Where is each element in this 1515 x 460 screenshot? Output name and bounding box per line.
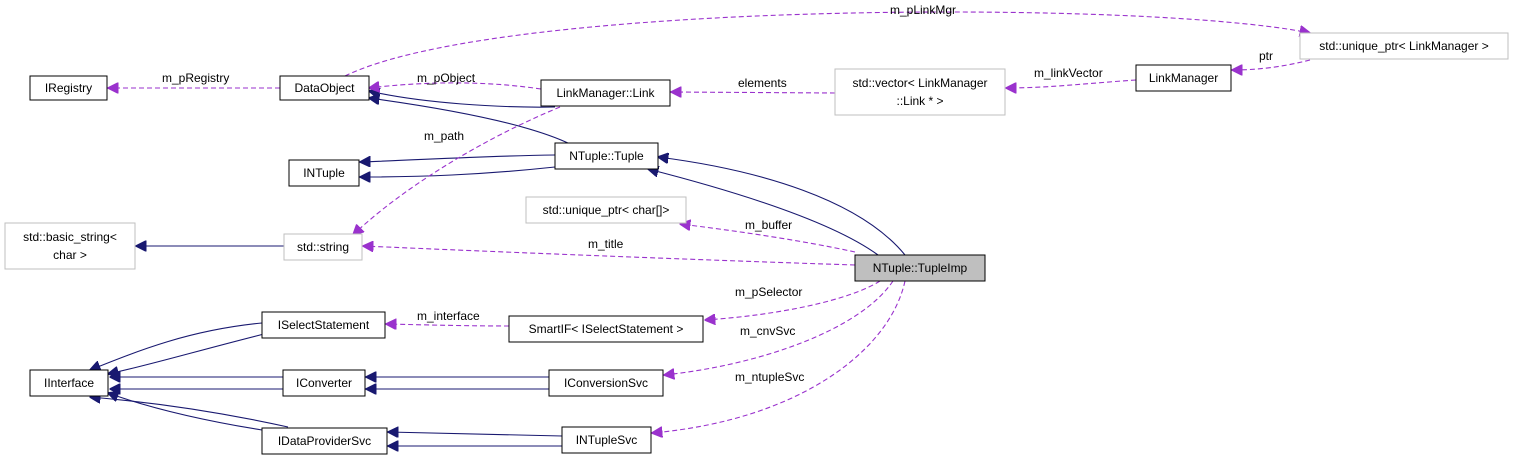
edge-tupleimp-to-smartif <box>705 280 881 320</box>
svg-text:LinkManager::Link: LinkManager::Link <box>556 86 655 100</box>
node-iconversionsvc[interactable]: IConversionSvc <box>548 369 664 397</box>
svg-text:std::string: std::string <box>297 240 349 254</box>
node-unique-ptr-linkmanager[interactable]: std::unique_ptr< LinkManager > <box>1299 32 1509 60</box>
edge-smartif-to-iselect <box>386 324 510 326</box>
svg-text:DataObject: DataObject <box>294 81 355 95</box>
svg-text:IDataProviderSvc: IDataProviderSvc <box>278 434 371 448</box>
svg-text:IInterface: IInterface <box>44 376 94 390</box>
edge-labels-layer: m_pLinkMgr m_pRegistry m_pObject element… <box>162 3 1273 384</box>
node-idataprovidersvc[interactable]: IDataProviderSvc <box>261 427 388 455</box>
svg-text:INTuple: INTuple <box>303 166 345 180</box>
node-ntuple-tuple[interactable]: NTuple::Tuple <box>554 142 659 170</box>
edge-label-ptr: ptr <box>1259 49 1273 63</box>
node-basic-string[interactable]: std::basic_string< char > <box>4 222 136 270</box>
edge-idataprovider-to-iinterface-b <box>90 397 289 428</box>
edge-dataobject-to-unique-linkmgr <box>344 11 1310 77</box>
svg-text:std::unique_ptr< LinkManager >: std::unique_ptr< LinkManager > <box>1319 39 1488 53</box>
svg-text:std::unique_ptr< char[]>: std::unique_ptr< char[]> <box>543 203 670 217</box>
edge-idataprovider-to-iinterface-a <box>108 393 263 431</box>
edge-tupleimp-to-intuplesvc <box>652 280 906 433</box>
node-std-string[interactable]: std::string <box>283 233 363 261</box>
svg-text:IRegistry: IRegistry <box>45 81 92 95</box>
edge-label-m-interface: m_interface <box>417 309 480 323</box>
edge-linkmanager-to-vector <box>1006 79 1137 88</box>
edge-label-m-pselector: m_pSelector <box>735 285 802 299</box>
svg-text:std::vector< LinkManager: std::vector< LinkManager <box>852 76 987 90</box>
edge-link-to-dataobject-usage <box>369 83 542 89</box>
node-iconverter[interactable]: IConverter <box>282 369 366 397</box>
edge-tupleimp-to-unique-char <box>680 224 856 253</box>
edge-tupleimp-to-tuple-b <box>648 169 879 256</box>
node-dataobject[interactable]: DataObject <box>279 75 370 101</box>
svg-text:SmartIF< ISelectStatement >: SmartIF< ISelectStatement > <box>529 322 684 336</box>
node-linkmanager-link[interactable]: LinkManager::Link <box>540 79 671 107</box>
edge-label-m-pobject: m_pObject <box>417 71 476 85</box>
svg-text:char >: char > <box>53 248 87 262</box>
node-smartif-iselectstatement[interactable]: SmartIF< ISelectStatement > <box>508 315 704 343</box>
edge-tupleimp-to-tuple-a <box>658 157 906 256</box>
node-ntuple-tupleimp[interactable]: NTuple::TupleImp <box>854 254 986 282</box>
node-linkmanager[interactable]: LinkManager <box>1135 64 1232 92</box>
edges-layer <box>90 11 1311 446</box>
edge-tupleimp-to-string <box>363 246 856 266</box>
edge-intuplesvc-to-idataprovider-a <box>388 432 563 436</box>
svg-text:LinkManager: LinkManager <box>1149 71 1218 85</box>
edge-tuple-to-intuple-a <box>360 154 556 162</box>
edge-tupleimp-to-iconversionsvc <box>664 280 894 375</box>
edge-label-m-pregistry: m_pRegistry <box>162 71 229 85</box>
node-unique-ptr-char[interactable]: std::unique_ptr< char[]> <box>525 196 687 224</box>
node-intuplesvc[interactable]: INTupleSvc <box>561 426 652 454</box>
svg-text:NTuple::TupleImp: NTuple::TupleImp <box>873 261 968 275</box>
edge-iselect-to-iinterface-a <box>90 322 263 370</box>
svg-text:INTupleSvc: INTupleSvc <box>576 433 638 447</box>
edge-label-elements: elements <box>738 76 787 90</box>
edge-label-m-ntuplesvc: m_ntupleSvc <box>735 370 804 384</box>
svg-text:ISelectStatement: ISelectStatement <box>278 318 370 332</box>
node-std-vector-link[interactable]: std::vector< LinkManager ::Link * > <box>834 68 1006 116</box>
svg-text:IConverter: IConverter <box>296 376 352 390</box>
edge-label-m-path: m_path <box>424 129 464 143</box>
edge-link-to-string-path <box>353 106 561 235</box>
node-iselectstatement[interactable]: ISelectStatement <box>261 311 386 339</box>
svg-text:std::basic_string<: std::basic_string< <box>23 230 117 244</box>
edge-tuple-to-intuple-b <box>360 166 556 177</box>
edge-unique-linkmgr-to-linkmanager <box>1232 59 1311 70</box>
edge-tuple-to-dataobject <box>369 98 571 145</box>
edge-vector-to-link <box>671 92 836 93</box>
node-iregistry[interactable]: IRegistry <box>29 75 108 101</box>
svg-text:IConversionSvc: IConversionSvc <box>564 376 648 390</box>
edge-label-m-linkvector: m_linkVector <box>1034 66 1103 80</box>
svg-text:NTuple::Tuple: NTuple::Tuple <box>569 149 644 163</box>
node-intuple[interactable]: INTuple <box>288 159 360 187</box>
edge-label-m-buffer: m_buffer <box>745 218 792 232</box>
edge-label-m-plinkmgr: m_pLinkMgr <box>890 3 956 17</box>
nodes-layer: IRegistry DataObject LinkManager::Link s… <box>4 32 1509 455</box>
svg-text:::Link * >: ::Link * > <box>896 94 943 108</box>
edge-label-m-cnvsvc: m_cnvSvc <box>740 324 795 338</box>
edge-link-to-dataobject <box>369 91 556 108</box>
edge-label-m-title: m_title <box>588 237 624 251</box>
node-iinterface[interactable]: IInterface <box>29 369 109 397</box>
edge-iselect-to-iinterface-b <box>108 332 269 374</box>
